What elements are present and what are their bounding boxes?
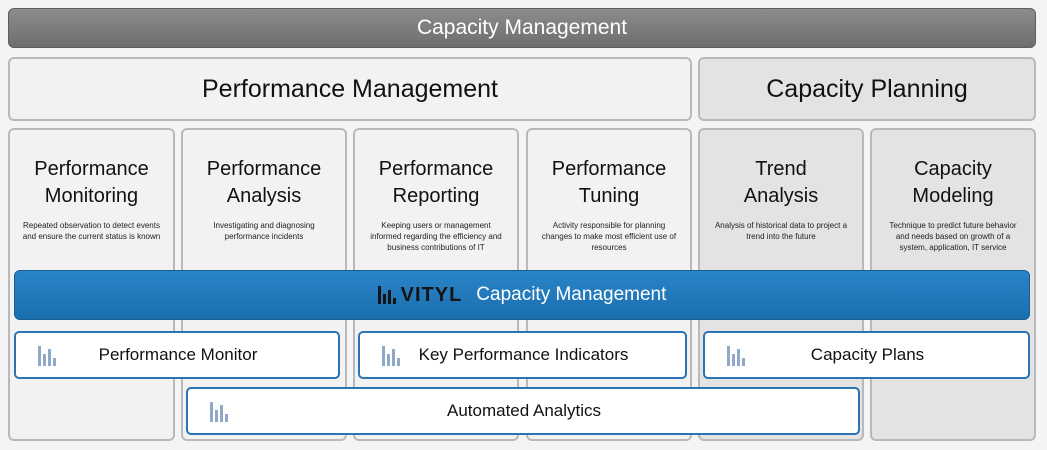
column-description: Investigating and diagnosing performance… [213,221,315,241]
column-title: Performance Tuning [551,158,667,207]
top-title-bar: Capacity Management [8,8,1036,48]
column-description: Technique to predict future behavior and… [889,221,1017,252]
vityl-capacity-banner: VITYL Capacity Management [14,270,1030,320]
group-header-performance: Performance Management [8,57,692,121]
column-description: Analysis of historical data to project a… [714,221,848,241]
column-title: Performance Monitoring [34,158,149,207]
column-title: Performance Analysis [206,158,322,207]
tool-label: Performance Monitor [98,345,258,364]
column-title: Capacity Modeling [912,158,994,207]
tool-capacity-plans[interactable]: Capacity Plans [703,331,1030,379]
bar-chart-icon [210,400,230,422]
top-title: Capacity Management [416,16,628,39]
vityl-logo: VITYL [377,283,463,307]
column-title: Performance Reporting [378,158,494,207]
vityl-logo-icon [377,286,398,304]
column-description: Keeping users or management informed reg… [370,221,502,252]
brand-name: VITYL [400,283,463,306]
group-header-capacity: Capacity Planning [698,57,1036,121]
tool-automated-analytics[interactable]: Automated Analytics [186,387,860,435]
bar-chart-icon [382,344,402,366]
tool-label: Capacity Plans [810,345,925,364]
column-description: Repeated observation to detect events an… [22,221,161,241]
banner-label: Capacity Management [476,284,667,305]
bar-chart-icon [727,344,747,366]
bar-chart-icon [38,344,58,366]
group-title-performance: Performance Management [202,74,498,103]
column-title: Trend Analysis [743,158,819,207]
column-description: Activity responsible for planning change… [541,221,677,252]
tool-performance-monitor[interactable]: Performance Monitor [14,331,340,379]
tool-label: Automated Analytics [446,401,602,420]
tool-key-performance-indicators[interactable]: Key Performance Indicators [358,331,687,379]
group-title-capacity: Capacity Planning [766,74,968,103]
tool-label: Key Performance Indicators [418,345,629,364]
